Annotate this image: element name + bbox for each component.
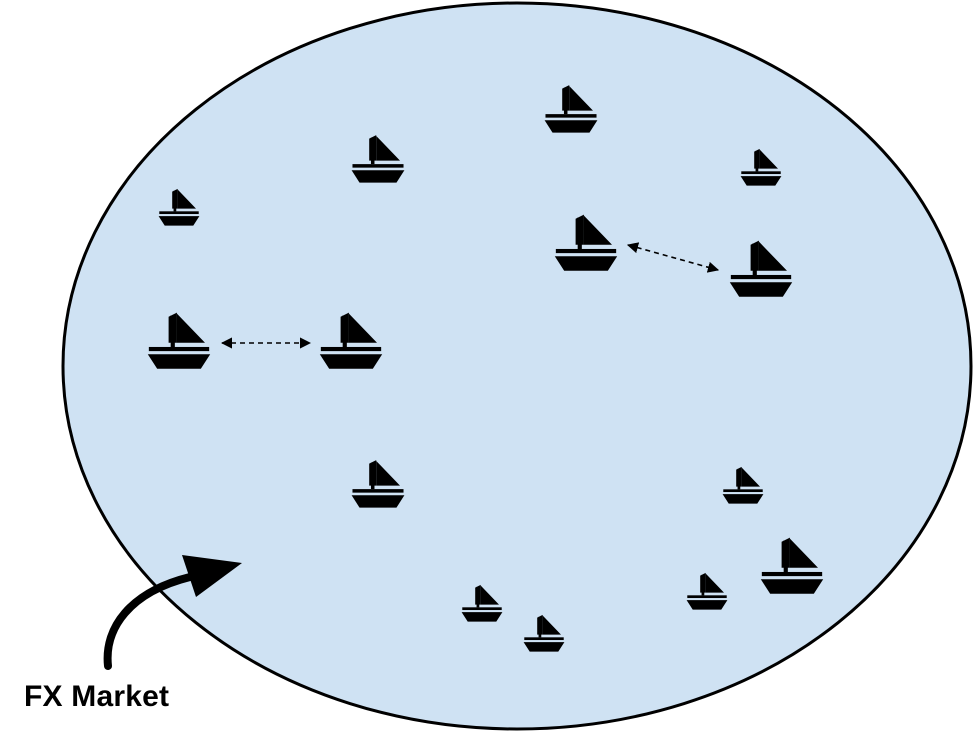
- sailboat-icon: [461, 584, 503, 622]
- sailboat-icon: [319, 312, 383, 369]
- fx-market-label: FX Market: [24, 680, 170, 713]
- sailboat-icon: [554, 214, 618, 271]
- sailboat-icon: [760, 537, 824, 594]
- pointer-arrow: [103, 573, 194, 670]
- sailboat-icon: [722, 466, 764, 504]
- sailboat-icon: [158, 188, 200, 226]
- fx-market-ellipse: [61, 1, 973, 731]
- sailboat-icon: [686, 572, 728, 610]
- sailboat-icon: [351, 460, 405, 508]
- sailboat-icon: [740, 148, 782, 186]
- trade-links: [220, 242, 720, 349]
- sailboat-icon: [729, 240, 793, 297]
- boats-layer: [147, 85, 824, 652]
- sailboat-icon: [523, 614, 565, 652]
- sailboat-icon: [544, 85, 598, 133]
- trade-link-arrow: [626, 242, 720, 273]
- pointer-arrowhead: [182, 555, 242, 597]
- sailboat-icon: [351, 135, 405, 183]
- sailboat-icon: [147, 312, 211, 369]
